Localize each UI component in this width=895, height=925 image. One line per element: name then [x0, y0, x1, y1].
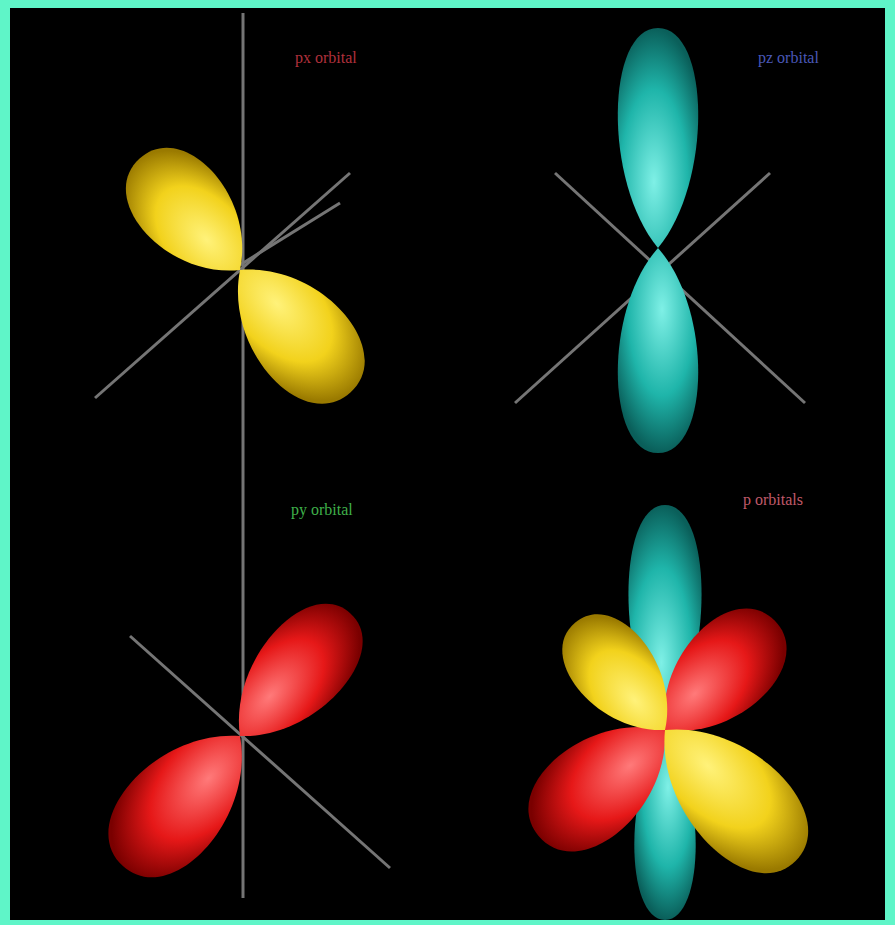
orbital-label: p orbitals — [740, 490, 806, 510]
orbital-lobe — [508, 693, 696, 873]
orbital-lobe — [86, 703, 277, 900]
orbital-lobe — [618, 248, 698, 453]
orbital-lobe — [204, 238, 386, 425]
orbital-illustration — [10, 8, 885, 920]
orbital-lobe — [630, 695, 831, 896]
orbital-label: py orbital — [288, 500, 356, 520]
orbital-label: pz orbital — [755, 48, 822, 68]
dark-background: px orbital pz orbital py orbital p orbitals — [10, 8, 885, 920]
orbital-label: px orbital — [292, 48, 360, 68]
orbital-lobe — [618, 28, 698, 248]
